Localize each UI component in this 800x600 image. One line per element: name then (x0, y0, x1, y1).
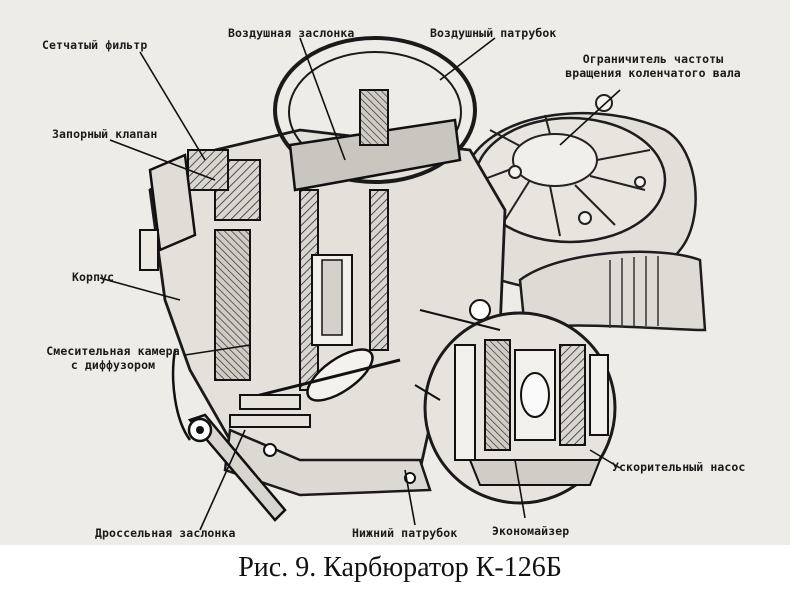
crankshaft-limiter-housing (468, 94, 707, 332)
label-economizer: Экономайзер (492, 524, 570, 538)
filter-assembly (139, 149, 229, 271)
label-mesh-filter: Сетчатый фильтр (42, 38, 148, 52)
throttle-valve-disc (239, 348, 401, 402)
label-shutoff-valve: Запорный клапан (52, 127, 158, 141)
label-lower-pipe: Нижний патрубок (352, 526, 458, 540)
air-inlet-ring (273, 36, 477, 192)
label-body: Корпус (72, 270, 115, 284)
label-accelerator-pump: Ускорительный насос (612, 460, 746, 474)
carburetor-drawing (99, 36, 707, 531)
inset-detail (414, 309, 617, 505)
label-mixing-chamber-line1: Смесительная камера (46, 344, 180, 358)
label-crankshaft-limiter-line2: вращения коленчатого вала (565, 66, 741, 80)
label-air-inlet: Воздушный патрубок (430, 26, 557, 40)
label-crankshaft-limiter: Ограничитель частоты вращения коленчатог… (548, 52, 758, 80)
leader-lines (99, 37, 621, 531)
label-mixing-chamber: Смесительная камера с диффузором (28, 344, 198, 372)
label-crankshaft-limiter-line1: Ограничитель частоты (582, 52, 724, 66)
label-air-damper: Воздушная заслонка (228, 26, 355, 40)
label-mixing-chamber-line2: с диффузором (70, 358, 156, 372)
label-throttle-valve: Дроссельная заслонка (95, 526, 236, 540)
throttle-lever (171, 349, 311, 522)
figure-caption: Рис. 9. Карбюратор К-126Б (238, 552, 562, 583)
